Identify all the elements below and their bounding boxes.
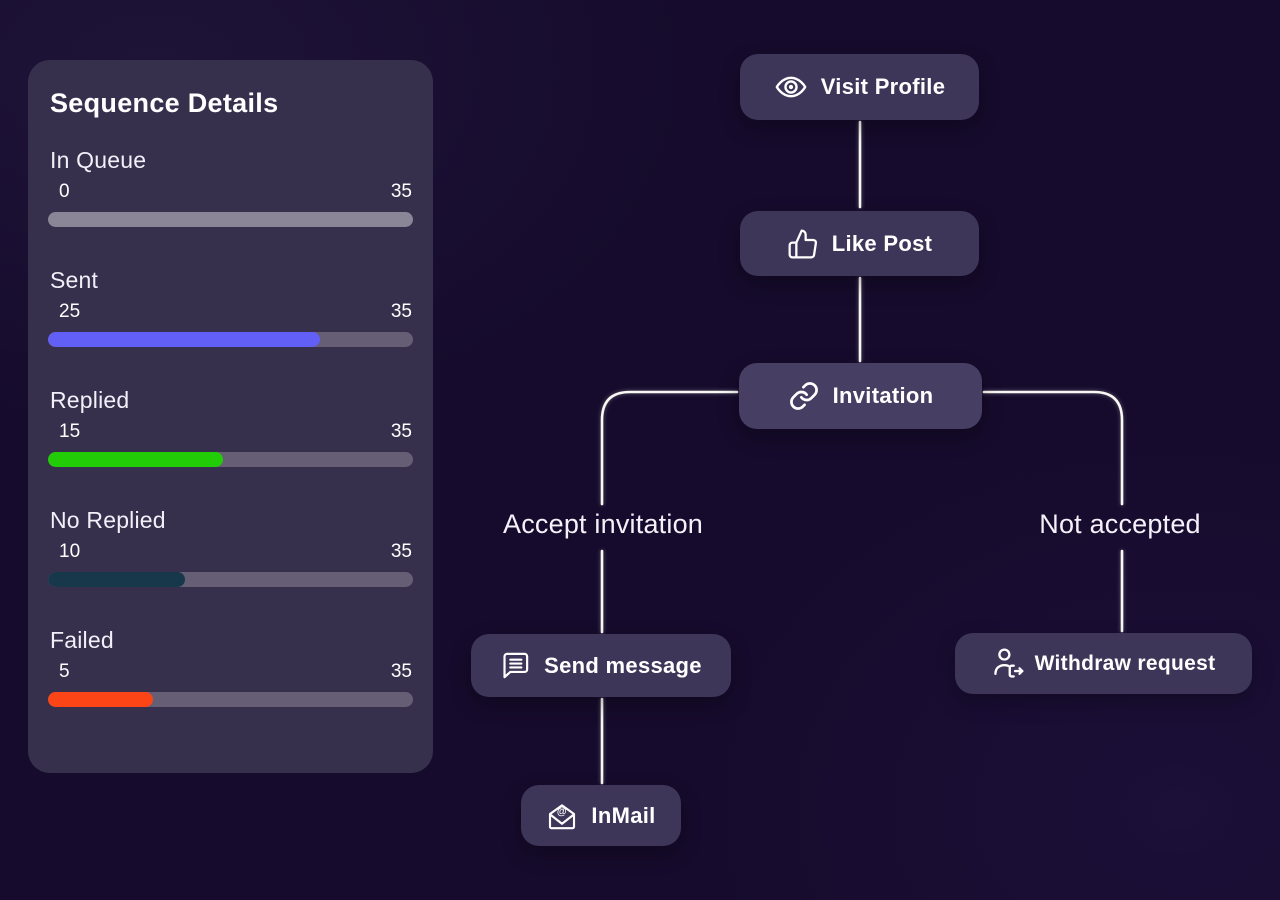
stat-label: No Replied [50,507,166,533]
thumbs-up-icon [788,229,817,258]
connector-branch-left [600,390,739,506]
node-label: Send message [544,652,702,678]
stat-max: 35 [390,181,412,202]
svg-text:@: @ [557,806,567,817]
node-label: Like Post [831,230,933,256]
stat-value: 5 [59,661,70,682]
message-icon [503,652,529,679]
invitation-node[interactable]: Invitation [739,363,982,429]
stat-max: 35 [390,541,412,562]
eye-icon [775,76,807,98]
node-label: Visit Profile [820,74,946,99]
stat-value: 25 [59,301,81,322]
stat-values: 0 35 [48,181,413,203]
stat-max: 35 [390,421,412,442]
link-icon [789,382,818,410]
stat-label: In Queue [50,147,147,173]
stat-values: 15 35 [48,421,413,443]
stat-values: 25 35 [48,301,413,323]
progress-track [48,332,413,347]
stat-sent: Sent 25 35 [48,267,413,347]
user-exit-icon [993,648,1024,678]
progress-fill [48,572,185,587]
stat-label: Sent [50,267,99,293]
progress-track [48,572,413,587]
stat-replied: Replied 15 35 [48,387,413,467]
stat-value: 15 [59,421,81,442]
visit-profile-node[interactable]: Visit Profile [740,54,979,120]
node-label: Invitation [832,383,934,408]
connector-branch-right [982,390,1124,506]
stat-max: 35 [390,661,412,682]
progress-track [48,692,413,707]
stat-values: 10 35 [48,541,413,563]
sequence-details-card: Sequence Details In Queue 0 35 Sent 25 3… [28,60,433,773]
progress-fill [48,332,320,347]
stat-failed: Failed 5 35 [48,627,413,707]
stat-label: Failed [50,627,114,653]
stat-in-queue: In Queue 0 35 [48,147,413,227]
node-label: InMail [591,802,656,828]
progress-fill [48,692,154,707]
branch-label-not-accepted: Not accepted [1039,509,1201,539]
branch-label-accept: Accept invitation [502,509,704,539]
card-title: Sequence Details [50,88,279,118]
stat-label: Replied [50,387,130,413]
progress-track [48,212,413,227]
like-post-node[interactable]: Like Post [740,211,979,276]
progress-track [48,452,413,467]
node-label: Withdraw request [1034,651,1216,675]
stat-value: 10 [59,541,81,562]
envelope-at-icon: @ [549,803,576,829]
progress-fill [48,212,413,227]
stat-values: 5 35 [48,661,413,683]
inmail-node[interactable]: @ InMail [521,785,681,846]
progress-fill [48,452,224,467]
stat-no-replied: No Replied 10 35 [48,507,413,587]
stat-value: 0 [59,181,70,202]
stat-max: 35 [390,301,412,322]
withdraw-request-node[interactable]: Withdraw request [955,633,1252,694]
send-message-node[interactable]: Send message [471,634,731,697]
